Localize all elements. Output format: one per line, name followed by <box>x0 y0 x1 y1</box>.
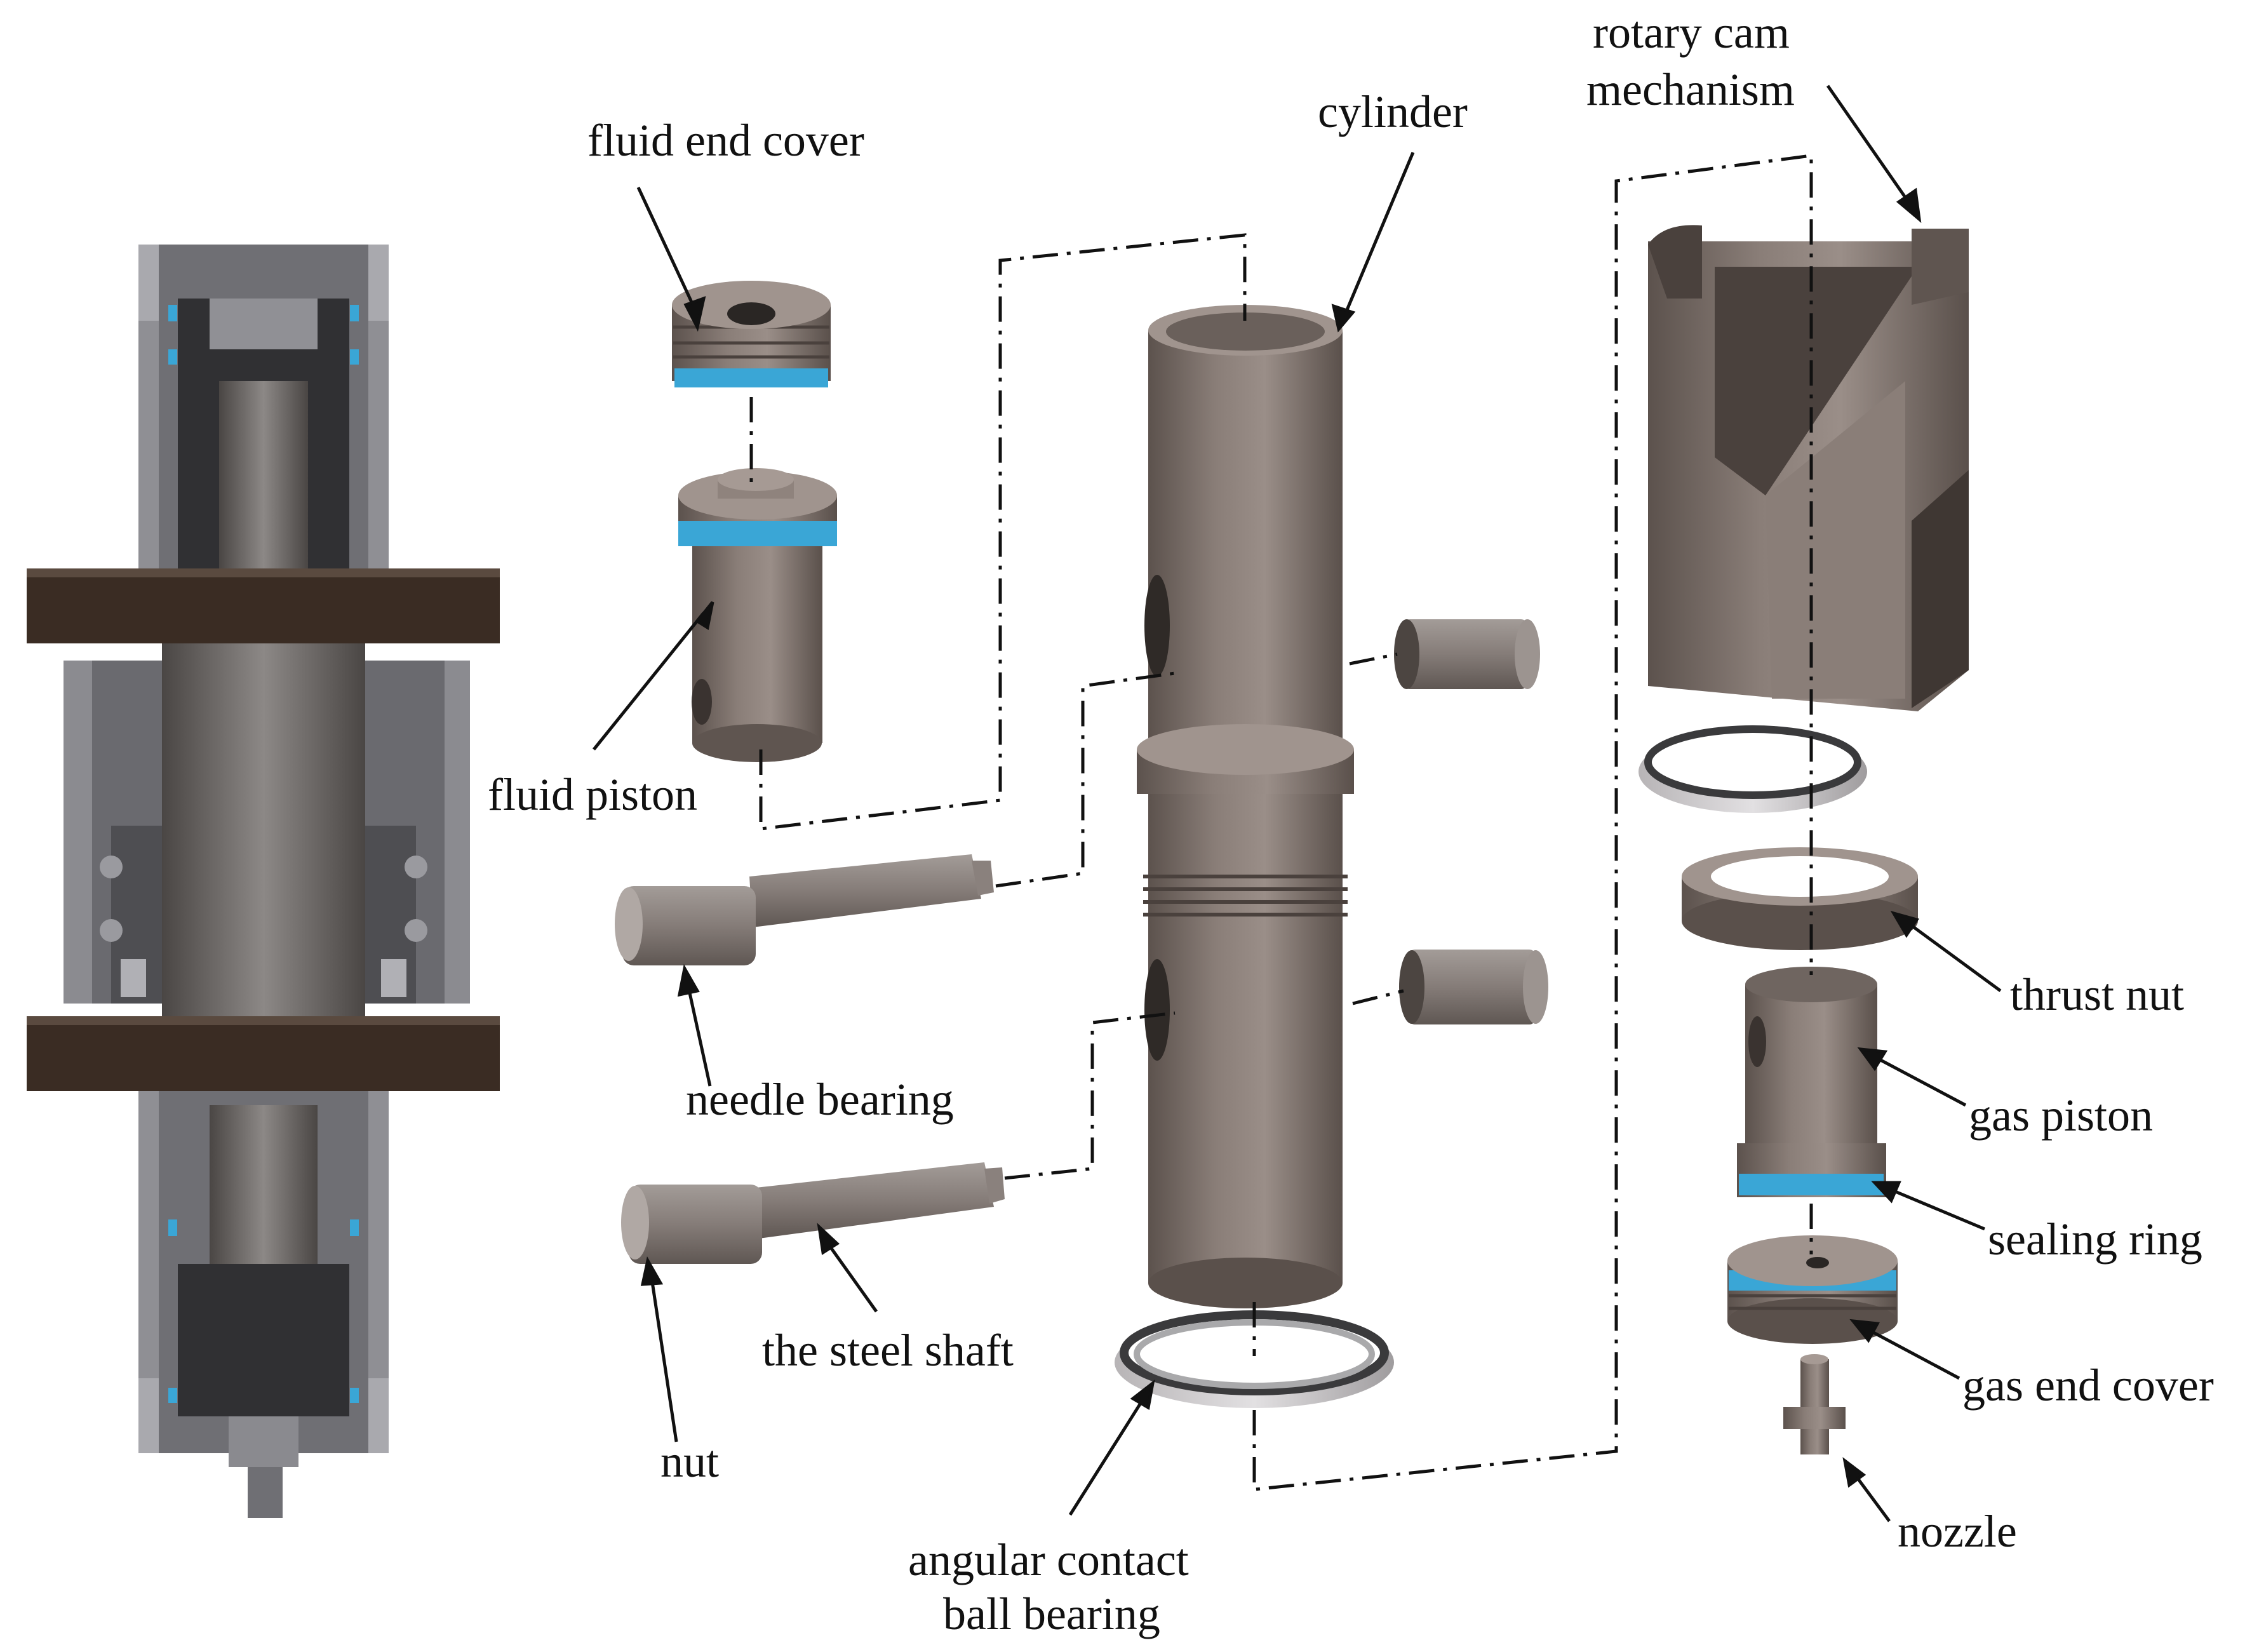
cylinder-part <box>1137 305 1354 1308</box>
label-steel-shaft: the steel shaft <box>762 1325 1014 1376</box>
label-cylinder: cylinder <box>1318 86 1468 137</box>
thrust-nut-part <box>1682 847 1918 950</box>
labels: fluid end cover fluid piston needle bear… <box>488 7 2214 1639</box>
label-gas-piston: gas piston <box>1969 1090 2153 1141</box>
lower-brown-plate <box>27 1016 500 1091</box>
label-fluid-end-cover: fluid end cover <box>587 115 864 166</box>
assembly-lines <box>749 154 1813 1491</box>
upper-brown-plate <box>27 568 500 643</box>
gas-end-cover-part <box>1727 1235 1898 1344</box>
label-nut: nut <box>660 1436 719 1487</box>
label-nozzle: nozzle <box>1898 1506 2017 1557</box>
rotary-cam-mechanism-part <box>1648 225 1969 711</box>
label-fluid-piston: fluid piston <box>488 769 697 820</box>
label-thrust-nut: thrust nut <box>2010 969 2184 1020</box>
label-needle-bearing: needle bearing <box>686 1074 954 1125</box>
label-rotary-cam-line1: rotary cam <box>1593 7 1790 58</box>
label-angular-contact-line2: ball bearing <box>943 1588 1160 1639</box>
label-sealing-ring: sealing ring <box>1988 1214 2202 1265</box>
label-gas-end-cover: gas end cover <box>1962 1360 2214 1411</box>
needle-bearing-lower-part <box>1399 950 1548 1024</box>
steel-shaft-lower-part <box>621 1162 1005 1264</box>
fluid-piston-part <box>678 468 837 762</box>
section-view <box>27 245 500 1518</box>
steel-shaft-upper-part <box>615 854 994 965</box>
label-rotary-cam-line2: mechanism <box>1586 64 1795 115</box>
fluid-end-cover-part <box>672 281 831 387</box>
angular-contact-ball-bearing-part <box>1115 1310 1394 1408</box>
needle-bearing-upper-part <box>1394 619 1540 689</box>
gas-piston-part <box>1737 967 1886 1197</box>
nozzle-part <box>1783 1354 1846 1454</box>
label-angular-contact-line1: angular contact <box>908 1534 1189 1585</box>
leader-arrows <box>593 84 2002 1522</box>
cam-ball-bearing-part <box>1639 725 1867 813</box>
